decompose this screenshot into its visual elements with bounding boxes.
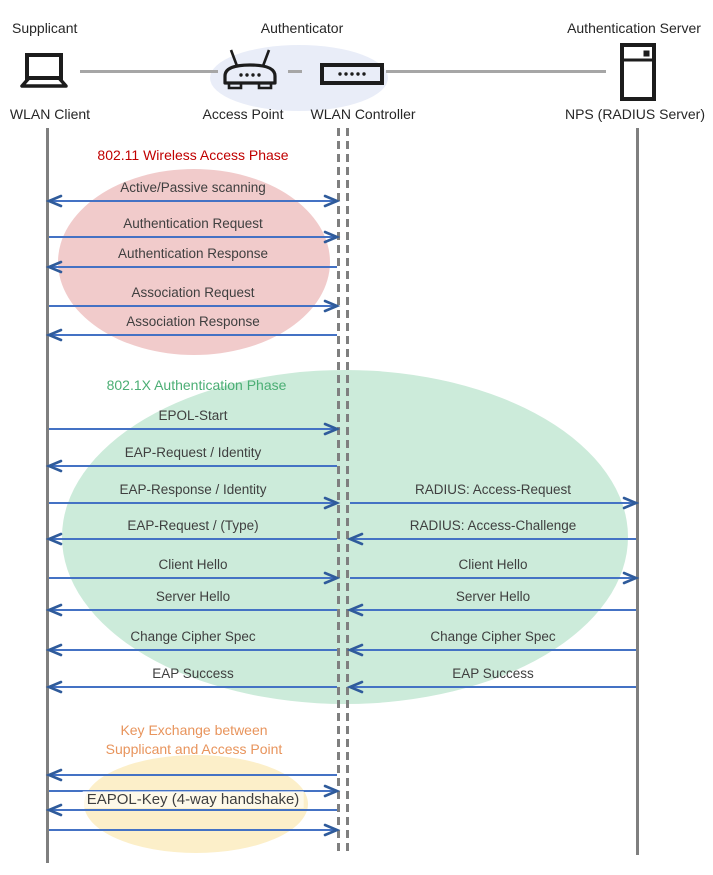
phase-title-key-exchange: Key Exchange between Supplicant and Acce… xyxy=(49,721,339,759)
message-label: Client Hello xyxy=(458,557,528,572)
message-label: Change Cipher Spec xyxy=(430,629,556,644)
access-point-icon xyxy=(220,46,280,97)
message-label: Server Hello xyxy=(155,589,231,604)
server-icon xyxy=(620,43,656,106)
message-label: RADIUS: Access-Challenge xyxy=(409,518,577,533)
role-label-authenticator: Authenticator xyxy=(260,20,344,36)
lifeline-controller-dashed xyxy=(337,128,340,853)
message-label: EPOL-Start xyxy=(158,408,228,423)
message-label: Change Cipher Spec xyxy=(130,629,256,644)
wlan-controller-icon xyxy=(320,63,384,90)
role-label-authentication-server: Authentication Server xyxy=(567,20,701,36)
device-label-wlan-client: WLAN Client xyxy=(9,106,91,122)
message-label: Server Hello xyxy=(455,589,531,604)
connector-line xyxy=(288,70,302,73)
message-label: EAP-Response / Identity xyxy=(119,482,267,497)
message-label: Authentication Response xyxy=(117,246,269,261)
phase-title-80211-wireless-access: 802.11 Wireless Access Phase xyxy=(97,147,289,163)
message-label: EAP Success xyxy=(152,666,234,681)
device-label-wlan-controller: WLAN Controller xyxy=(310,106,416,122)
device-label-nps: NPS (RADIUS Server) xyxy=(564,106,706,122)
message-label: Client Hello xyxy=(158,557,228,572)
message-label: Association Response xyxy=(126,314,260,329)
phase-title-8021x-authentication: 802.1X Authentication Phase xyxy=(106,377,287,393)
phase-title-key-exchange-line1: Key Exchange between xyxy=(120,722,268,738)
message-label: EAP-Request / Identity xyxy=(124,445,262,460)
lifeline-controller-dashed xyxy=(346,128,349,853)
connector-line xyxy=(386,70,606,73)
phase-title-key-exchange-line2: Supplicant and Access Point xyxy=(105,741,283,757)
role-label-supplicant: Supplicant xyxy=(12,20,78,36)
message-label: Active/Passive scanning xyxy=(120,180,266,195)
message-label: RADIUS: Access-Request xyxy=(414,482,572,497)
message-label: Authentication Request xyxy=(123,216,263,231)
dot1x-phase-ellipse xyxy=(62,370,628,704)
message-label: EAP Success xyxy=(452,666,534,681)
message-label: EAPOL-Key (4-way handshake) xyxy=(82,791,304,808)
laptop-icon xyxy=(10,52,78,99)
lifeline-wlan-client xyxy=(46,128,49,863)
authenticator-group-ellipse xyxy=(210,45,388,111)
message-label: EAP-Request / (Type) xyxy=(127,518,259,533)
message-label: Association Request xyxy=(131,285,255,300)
device-label-access-point: Access Point xyxy=(202,106,284,122)
connector-line xyxy=(80,70,218,73)
lifeline-nps-server xyxy=(636,128,639,855)
